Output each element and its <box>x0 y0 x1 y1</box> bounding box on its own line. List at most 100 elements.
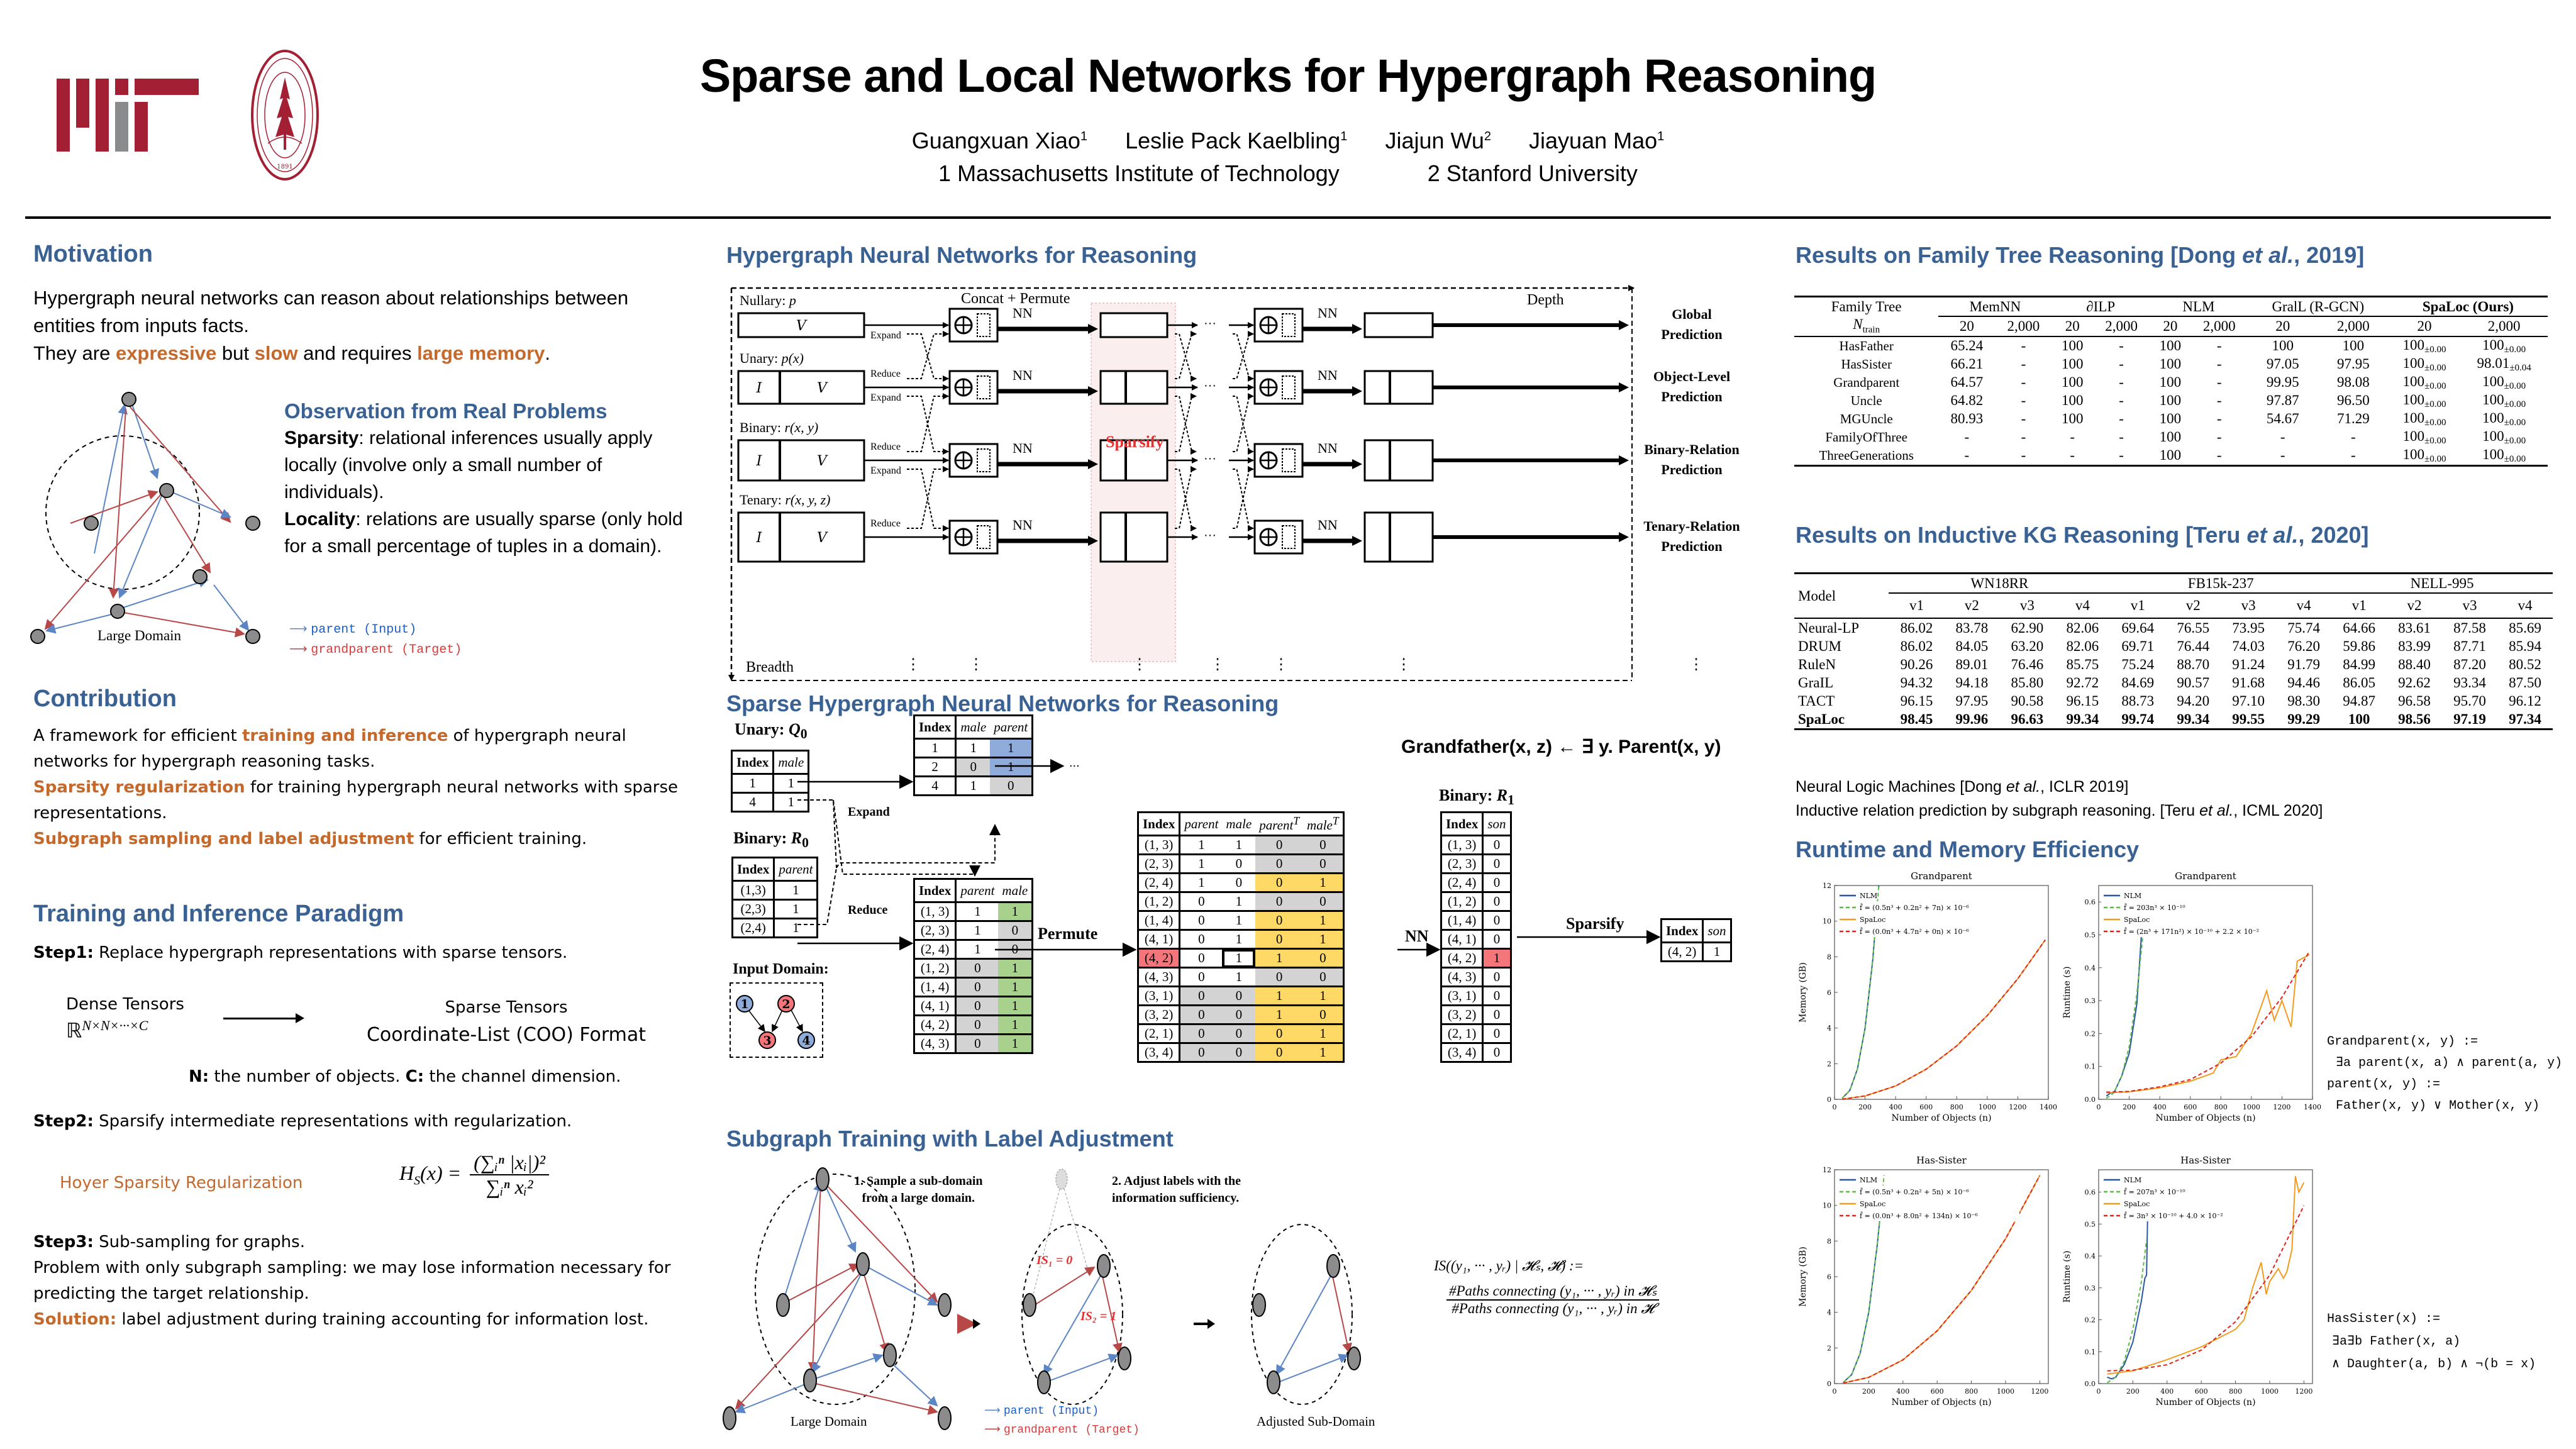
author: Jiayuan Mao1 <box>1529 128 1665 153</box>
binary-r1-label: Binary: R1 <box>1439 786 1514 808</box>
table-cell: 1 <box>1222 835 1256 855</box>
table-cell: 96.50 <box>2336 392 2370 409</box>
version-header: v3 <box>2462 597 2477 613</box>
table-cell: 73.95 <box>2232 619 2265 636</box>
table-cell: (1, 4) <box>913 977 957 997</box>
table-cell: 4 <box>913 775 957 796</box>
size-header: 2,000 <box>2007 318 2040 334</box>
table-cell: 98.01±0.04 <box>2477 355 2531 373</box>
task-name: Grandparent <box>1833 374 1900 390</box>
expand-label: Expand <box>870 465 901 476</box>
table-cell: - <box>2216 338 2222 354</box>
table-cell: 100 <box>2159 356 2182 372</box>
table-cell: 100 <box>2159 338 2182 354</box>
ellipsis: ··· <box>1204 452 1216 465</box>
legend-bg <box>2101 1197 2284 1209</box>
model-name: Neural-LP <box>1798 619 1860 636</box>
table-cell: 83.99 <box>2398 638 2431 654</box>
permute-label: Permute <box>1038 924 1098 943</box>
x-axis-label: Number of Objects (n) <box>1891 1113 1991 1123</box>
x-tick-label: 800 <box>2214 1103 2228 1111</box>
table-cell: (4, 3) <box>913 1033 957 1054</box>
arrow-icon <box>223 1018 302 1019</box>
sparse-tensors: Sparse Tensors Coordinate-List (COO) For… <box>366 998 647 1046</box>
legend-bg <box>1837 1185 2019 1197</box>
table-cell: - <box>2216 374 2222 391</box>
legend-entry: f̂ = (0.0n³ + 4.7n² + 0n) × 10⁻⁶ <box>1860 928 1969 936</box>
paradigm-heading: Training and Inference Paradigm <box>33 901 404 927</box>
table-cell: 1 <box>730 773 775 794</box>
table-cell: 1 <box>772 773 810 794</box>
column-header: male <box>1222 811 1256 836</box>
table-cell: 92.62 <box>2398 674 2431 691</box>
table-cell: (1, 3) <box>1440 835 1484 855</box>
size-header: 2,000 <box>2202 318 2236 334</box>
table-cell: - <box>2119 429 2124 445</box>
table-cell: 97.95 <box>2336 356 2370 372</box>
table-cell: 100±0.00 <box>2482 373 2526 391</box>
table-cell: 1 <box>913 738 957 758</box>
table-cell: 1 <box>1482 948 1512 969</box>
table-cell: 100±0.00 <box>2402 409 2446 428</box>
x-tick-label: 1200 <box>2273 1103 2290 1111</box>
table-cell: 99.74 <box>2121 711 2155 727</box>
column-header: parent <box>955 878 999 903</box>
table-row: (1, 4)0 <box>1440 910 1512 931</box>
column-header: male <box>955 714 991 740</box>
sparse-tensor-box <box>1099 370 1169 405</box>
grandparent-formula: Grandparent(x, y) := ∃a parent(x, a) ∧ p… <box>2327 1035 2563 1113</box>
domain-node <box>758 1031 776 1049</box>
vdots: ⋮ <box>1274 656 1289 673</box>
table-cell: - <box>2021 447 2026 464</box>
table-cell: 1 <box>1179 853 1223 874</box>
table-cell: 1 <box>955 738 991 758</box>
runtime-heading: Runtime and Memory Efficiency <box>1796 836 2140 862</box>
table-cell: 1 <box>1303 985 1345 1006</box>
binary-r0-label: Binary: R0 <box>733 829 809 851</box>
column-header: Index <box>1136 811 1181 836</box>
y-tick-label: 0.6 <box>2085 898 2096 906</box>
kg-heading: Results on Inductive KG Reasoning [Teru … <box>1796 522 2369 548</box>
chart-title: Has-Sister <box>2180 1155 2231 1166</box>
author-list: Guangxuan Xiao1 Leslie Pack Kaelbling1 J… <box>0 128 2576 154</box>
table-cell: 100±0.00 <box>2402 373 2446 391</box>
table-row: (3, 1)0 <box>1440 985 1512 1006</box>
table-cell: 76.20 <box>2287 638 2320 654</box>
references: Neural Logic Machines [Dong et al., ICLR… <box>1796 775 2323 823</box>
x-tick-label: 600 <box>1931 1387 1944 1396</box>
expand-label: Expand <box>848 805 890 819</box>
table-cell: 0 <box>1179 910 1223 931</box>
y-tick-label: 0 <box>1827 1380 1831 1388</box>
table-cell: - <box>2119 447 2124 464</box>
table-row: (1, 2)0 <box>1440 891 1512 912</box>
table-cell: 98.30 <box>2287 692 2320 709</box>
table-cell: (1, 4) <box>1440 910 1484 931</box>
table-cell: 100 <box>2061 338 2084 354</box>
table-cell: 1 <box>998 1014 1034 1035</box>
dataset-header: WN18RR <box>1889 573 2111 594</box>
table-cell: 74.03 <box>2232 638 2265 654</box>
table-row: (2, 3)0 <box>1440 853 1512 874</box>
table-cell: 97.10 <box>2232 692 2265 709</box>
reduce-label: Reduce <box>870 441 901 452</box>
legend-bg <box>2101 1209 2284 1221</box>
table-cell: 1 <box>990 757 1034 777</box>
table-cell: - <box>2119 374 2124 391</box>
x-tick-label: 600 <box>1919 1103 1933 1111</box>
seal-year: 1891 <box>277 164 292 170</box>
x-tick-label: 400 <box>1896 1387 1909 1396</box>
table-cell: 1 <box>955 901 999 922</box>
table-cell: 0 <box>955 996 999 1016</box>
version-header: v1 <box>2130 597 2145 613</box>
table-cell: 96.58 <box>2398 692 2431 709</box>
table-cell: 0 <box>1179 985 1223 1006</box>
